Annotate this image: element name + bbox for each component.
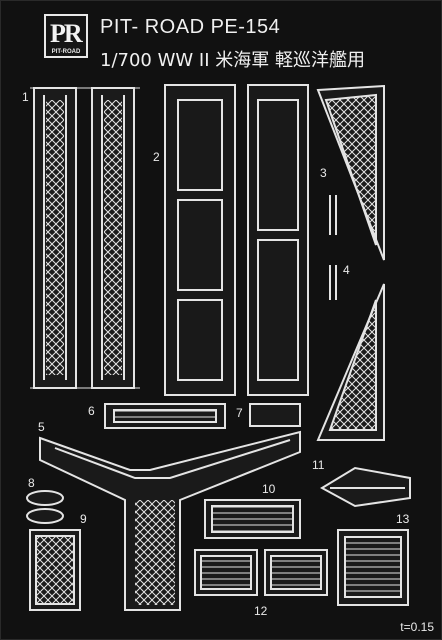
part-12 xyxy=(194,549,328,596)
part-label-8: 8 xyxy=(28,476,35,490)
part-10 xyxy=(204,499,301,539)
part-label-1: 1 xyxy=(22,90,29,104)
part-label-11: 11 xyxy=(312,458,325,472)
part-label-2: 2 xyxy=(153,150,160,164)
part-8-9 xyxy=(26,490,81,611)
product-scale-title: 1/700 WW II 米海軍 軽巡洋艦用 xyxy=(100,50,365,71)
logo-text: PIT-ROAD xyxy=(51,49,81,55)
part-label-10: 10 xyxy=(262,482,276,496)
product-code: PIT- ROAD PE-154 xyxy=(100,16,281,38)
part-11 xyxy=(319,466,411,508)
part-13 xyxy=(337,529,409,606)
part-3-4 xyxy=(329,195,337,300)
part-label-4: 4 xyxy=(343,263,350,277)
part-label-7: 7 xyxy=(236,406,243,420)
part-1 xyxy=(30,87,140,389)
part-2 xyxy=(164,84,309,396)
part-5 xyxy=(39,430,301,611)
part-label-13: 13 xyxy=(396,512,410,526)
sheet-thickness: t=0.15 xyxy=(400,620,434,634)
part-label-3: 3 xyxy=(320,166,327,180)
part-label-6: 6 xyxy=(88,404,95,418)
part-label-12: 12 xyxy=(254,604,268,618)
part-6-7 xyxy=(104,403,301,429)
crane-truss-parts xyxy=(316,84,385,441)
part-label-5: 5 xyxy=(38,420,45,434)
logo-mark: PR xyxy=(50,19,83,48)
pit-road-logo: PR PIT-ROAD xyxy=(44,14,88,58)
part-label-9: 9 xyxy=(80,512,87,526)
